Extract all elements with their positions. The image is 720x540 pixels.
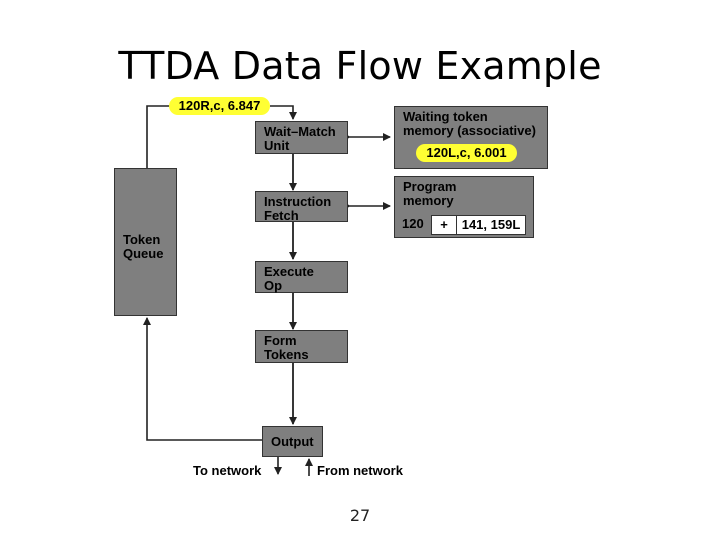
form-tokens-box: Form Tokens bbox=[255, 330, 348, 363]
program-address: 120 bbox=[402, 216, 424, 231]
program-destinations-cell: 141, 159L bbox=[456, 215, 526, 235]
incoming-token-arrow bbox=[270, 105, 297, 120]
incoming-token-label: 120R,c, 6.847 bbox=[169, 97, 270, 115]
wait-match-line2: Unit bbox=[264, 138, 290, 153]
token-queue-box: Token Queue bbox=[114, 168, 177, 316]
page-number: 27 bbox=[349, 506, 371, 525]
program-memory-line2: memory bbox=[403, 193, 454, 208]
stored-token-label: 120L,c, 6.001 bbox=[416, 144, 517, 162]
waiting-memory-line2: memory (associative) bbox=[403, 123, 536, 138]
instruction-fetch-line2: Fetch bbox=[264, 208, 299, 223]
execute-op-line2: Op bbox=[264, 278, 283, 293]
output-box: Output bbox=[262, 426, 323, 457]
token-queue-line2: Queue bbox=[123, 246, 164, 261]
wait-match-line1: Wait–Match bbox=[264, 124, 336, 139]
token-queue-line1: Token bbox=[123, 232, 161, 247]
slide-title: TTDA Data Flow Example bbox=[118, 44, 602, 88]
output-label: Output bbox=[271, 434, 314, 449]
program-opcode-cell: + bbox=[431, 215, 457, 235]
queue-to-waitmatch-line bbox=[146, 105, 170, 168]
from-network-label: From network bbox=[317, 463, 403, 478]
form-tokens-line1: Form bbox=[264, 333, 297, 348]
execute-op-line1: Execute bbox=[264, 264, 314, 279]
instruction-fetch-box: Instruction Fetch bbox=[255, 191, 348, 223]
instruction-fetch-line1: Instruction bbox=[264, 194, 332, 209]
wait-match-unit-box: Wait–Match Unit bbox=[255, 121, 348, 154]
waiting-memory-line1: Waiting token bbox=[403, 109, 488, 124]
to-network-label: To network bbox=[193, 463, 262, 478]
form-tokens-line2: Tokens bbox=[264, 347, 309, 362]
program-memory-line1: Program bbox=[403, 179, 457, 194]
execute-op-box: Execute Op bbox=[255, 261, 348, 293]
output-to-queue-arrow bbox=[143, 317, 262, 441]
